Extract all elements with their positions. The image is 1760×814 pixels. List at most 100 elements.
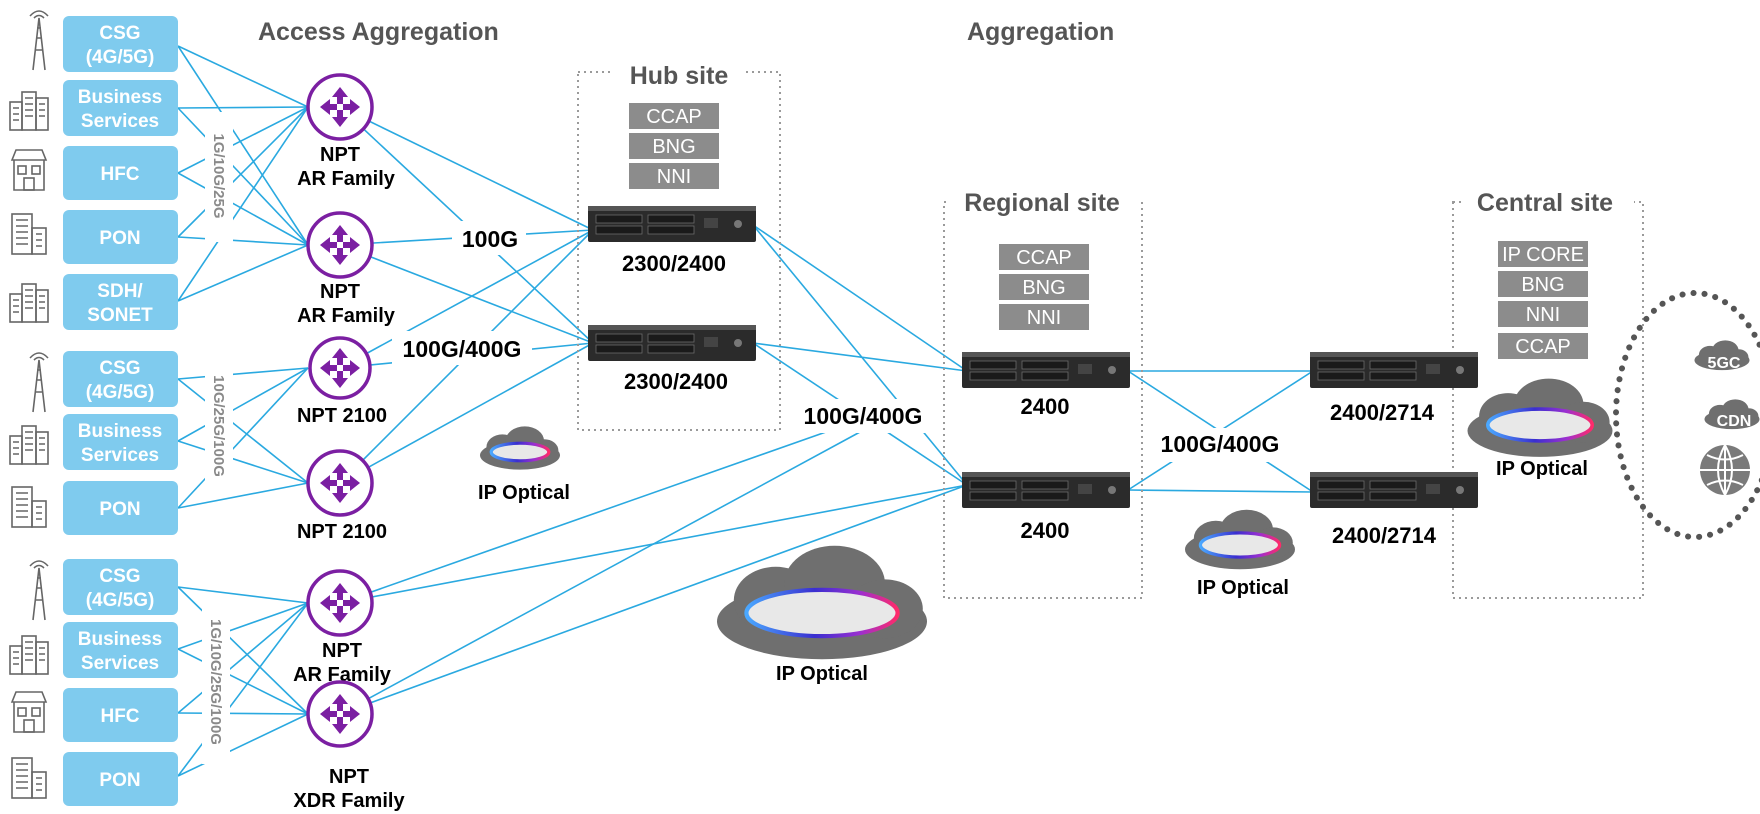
- central-site-title: Central site: [1477, 189, 1613, 217]
- svg-text:(4G/5G): (4G/5G): [86, 382, 155, 403]
- service-tag-label: CCAP: [1515, 336, 1571, 358]
- service-tag-label: NNI: [1526, 304, 1560, 326]
- hub-site-title: Hub site: [630, 62, 729, 90]
- svg-text:Services: Services: [81, 111, 159, 132]
- ip-optical-label: IP Optical: [1197, 577, 1289, 599]
- svg-text:(4G/5G): (4G/5G): [86, 590, 155, 611]
- office-building-icon: [11, 213, 47, 255]
- devices: 2300/2400 2300/2400 2400: [588, 206, 1478, 548]
- cell-tower-icon: [29, 352, 49, 413]
- router-icon[interactable]: [306, 569, 374, 637]
- router-label: AR Family: [297, 168, 396, 190]
- link-speed-label: 100G/400G: [1161, 431, 1280, 457]
- routers: NPT AR Family NPT AR Family NPT 2100 NPT…: [293, 73, 405, 812]
- svg-text:Services: Services: [81, 445, 159, 466]
- router-icon[interactable]: [306, 449, 374, 517]
- office-buildings-icon: [9, 283, 49, 323]
- chassis-device-icon[interactable]: [1310, 472, 1478, 508]
- cell-tower-icon: [29, 10, 49, 71]
- device-label: 2400: [1021, 518, 1070, 543]
- service-tag: [629, 133, 719, 159]
- chassis-device-icon[interactable]: [588, 206, 756, 242]
- header-access-aggregation: Access Aggregation: [258, 18, 499, 46]
- chassis-device-icon[interactable]: [1310, 352, 1478, 388]
- interface-label: 10G/25G/100G: [210, 375, 227, 477]
- interface-label: 1G/10G/25G/100G: [207, 619, 224, 745]
- svg-text:PON: PON: [99, 770, 140, 791]
- service-tag-label: BNG: [1521, 274, 1564, 296]
- storefront-icon: [10, 691, 48, 733]
- service-tag-label: NNI: [657, 166, 691, 188]
- service-tag: [999, 304, 1089, 330]
- chassis-device-icon[interactable]: [962, 352, 1130, 388]
- device-label: 2300/2400: [622, 251, 726, 276]
- router-label: AR Family: [297, 305, 396, 327]
- device-label: 2300/2400: [624, 369, 728, 394]
- ip-optical-label: IP Optical: [1496, 458, 1588, 480]
- router-icon[interactable]: [308, 336, 372, 400]
- source-box-hfc[interactable]: HFC: [63, 146, 178, 200]
- ip-optical-cloud-icon: [1185, 509, 1295, 570]
- service-tag: [1498, 271, 1588, 297]
- service-tag: [1498, 301, 1588, 327]
- source-box-hfc[interactable]: HFC: [63, 688, 178, 742]
- source-box-csg[interactable]: CSG (4G/5G): [63, 16, 178, 72]
- service-tag-label: CCAP: [1016, 247, 1072, 269]
- router-label: AR Family: [293, 664, 392, 686]
- svg-text:Business: Business: [78, 629, 162, 650]
- office-building-icon: [11, 486, 47, 528]
- svg-text:PON: PON: [99, 499, 140, 520]
- hub-site-box: [577, 71, 781, 431]
- regional-site-box: [943, 201, 1143, 599]
- router-icon[interactable]: [306, 73, 374, 141]
- source-box-pon[interactable]: PON: [63, 481, 178, 535]
- source-icons: [9, 10, 49, 799]
- router-label: NPT: [322, 640, 362, 662]
- service-tag-label: NNI: [1027, 307, 1061, 329]
- ip-optical-cloud-icon: [1467, 378, 1613, 457]
- router-icon[interactable]: [306, 211, 374, 279]
- core-ring: [1613, 290, 1760, 540]
- central-service-tags: IP CORE BNG NNI CCAP: [1498, 241, 1588, 359]
- svg-text:Business: Business: [78, 421, 162, 442]
- office-buildings-icon: [9, 425, 49, 465]
- service-tag: [999, 274, 1089, 300]
- service-tag: [629, 103, 719, 129]
- source-box-pon[interactable]: PON: [63, 210, 178, 264]
- cloud-5gc-label: 5GC: [1708, 355, 1741, 372]
- router-label: NPT 2100: [297, 405, 387, 427]
- router-label: XDR Family: [293, 790, 405, 812]
- source-box-csg[interactable]: CSG (4G/5G): [63, 351, 178, 407]
- svg-text:HFC: HFC: [100, 164, 139, 185]
- source-box-pon[interactable]: PON: [63, 752, 178, 806]
- source-box-business-services[interactable]: Business Services: [63, 622, 178, 678]
- globe-icon[interactable]: [1700, 444, 1750, 496]
- device-label: 2400/2714: [1330, 400, 1435, 425]
- svg-text:SONET: SONET: [87, 305, 153, 326]
- regional-service-tags: CCAP BNG NNI: [999, 244, 1089, 330]
- device-label: 2400/2714: [1332, 523, 1437, 548]
- service-tag-label: IP CORE: [1502, 244, 1584, 266]
- device-label: 2400: [1021, 394, 1070, 419]
- source-box-csg[interactable]: CSG (4G/5G): [63, 559, 178, 615]
- router-label: NPT: [320, 144, 360, 166]
- source-box-sdh-sonet[interactable]: SDH/ SONET: [63, 274, 178, 330]
- router-label: NPT: [320, 281, 360, 303]
- chassis-device-icon[interactable]: [962, 472, 1130, 508]
- router-icon[interactable]: [306, 680, 374, 748]
- source-boxes: CSG (4G/5G) Business Services HFC PON SD…: [63, 16, 178, 806]
- svg-text:(4G/5G): (4G/5G): [86, 47, 155, 68]
- link-speed-label: 100G/400G: [403, 336, 522, 362]
- ip-optical-label: IP Optical: [776, 663, 868, 685]
- svg-text:CSG: CSG: [99, 23, 140, 44]
- svg-text:CSG: CSG: [99, 566, 140, 587]
- chassis-device-icon[interactable]: [588, 325, 756, 361]
- cloud-cdn-label: CDN: [1717, 413, 1752, 430]
- svg-text:CSG: CSG: [99, 358, 140, 379]
- source-box-business-services[interactable]: Business Services: [63, 80, 178, 136]
- office-buildings-icon: [9, 635, 49, 675]
- svg-text:HFC: HFC: [100, 706, 139, 727]
- svg-text:SDH/: SDH/: [97, 281, 143, 302]
- source-box-business-services[interactable]: Business Services: [63, 414, 178, 470]
